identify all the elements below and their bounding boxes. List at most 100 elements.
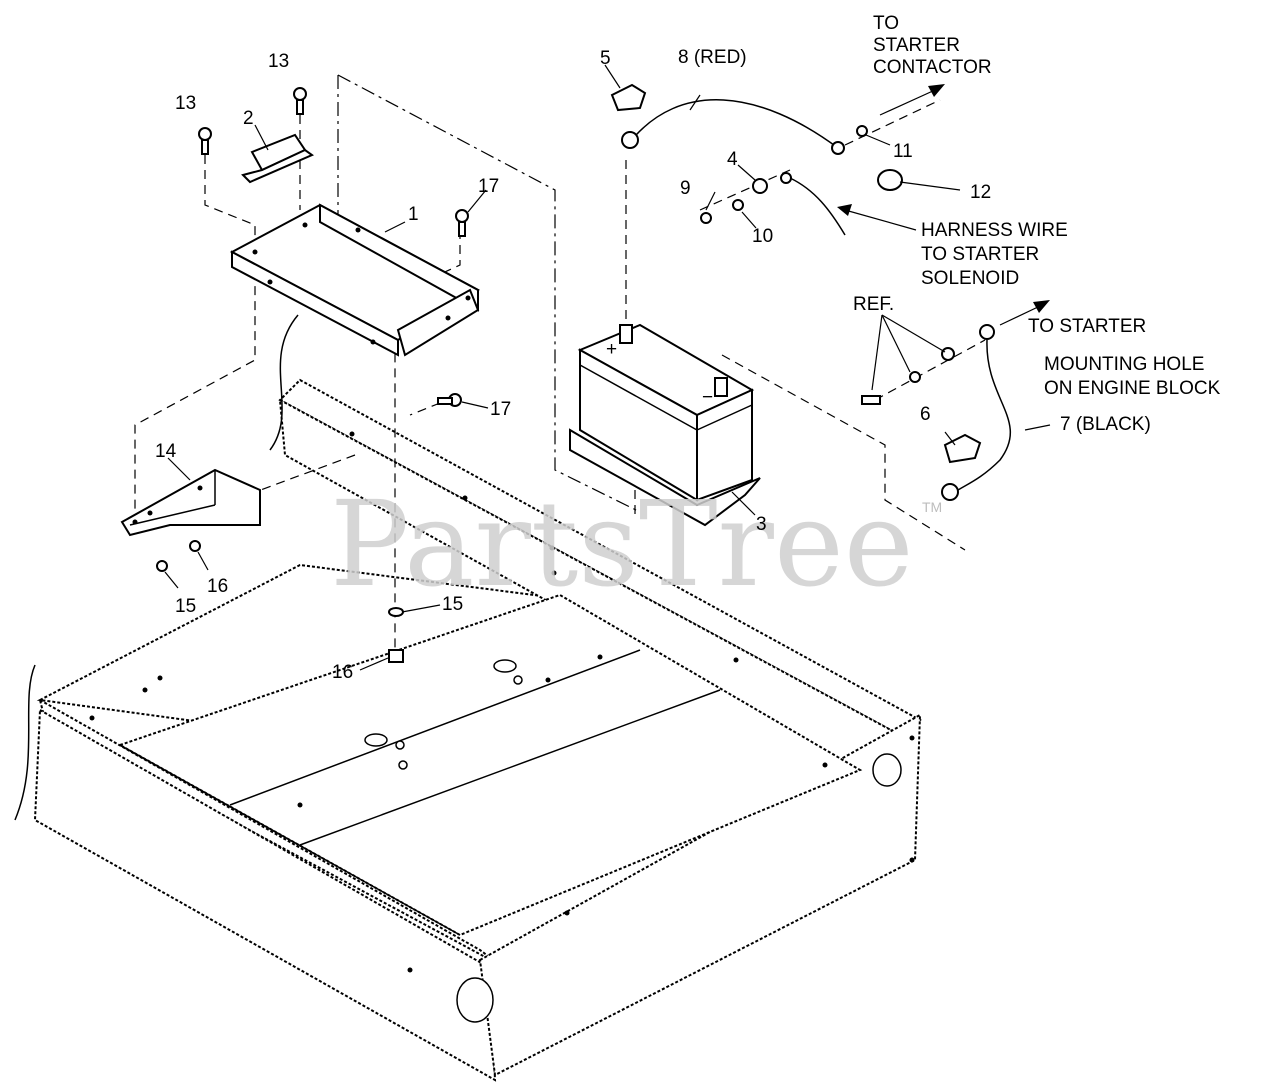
callout-16-left: 16 (207, 576, 228, 597)
assembly-line-contactor (844, 99, 941, 146)
battery-negative-sign: − (702, 387, 713, 408)
callout-6: 6 (920, 404, 931, 425)
part-3-holder (569, 428, 761, 527)
frame-rivet-14 (462, 495, 468, 501)
terminal-cover-6 (943, 433, 982, 464)
bracket-body (120, 468, 261, 537)
frame-break-line-left (14, 664, 36, 821)
assembly-line-ground (874, 339, 986, 401)
callout-3: 3 (756, 514, 767, 535)
nut-9 (700, 212, 712, 224)
part-2-hold-down (241, 133, 315, 184)
washer-4 (752, 178, 768, 194)
note-harness-line3: SOLENOID (921, 268, 1019, 289)
assembly-line-nut-9 (699, 169, 791, 211)
frame-hole-small-3 (398, 760, 408, 770)
battery-positive-post (619, 324, 633, 344)
callout-7: 7 (BLACK) (1060, 414, 1151, 435)
chassis-frame (14, 314, 922, 1082)
callout-5: 5 (600, 48, 611, 69)
cable-7-terminal-battery (941, 483, 959, 501)
callout-numbers: 1 2 3 4 5 6 7 (BLACK) 8 (RED) 9 10 11 12… (155, 47, 1151, 683)
washer-16-left (189, 540, 201, 552)
callout-4: 4 (727, 149, 738, 170)
nut-11 (856, 125, 868, 137)
callout-16-center: 16 (332, 662, 353, 683)
note-harness-line1: HARNESS WIRE (921, 220, 1068, 241)
note-to-starter: TO STARTER (1028, 316, 1146, 337)
frame-hole-small-1 (513, 675, 523, 685)
cables (610, 83, 1050, 501)
frame-rivet-11 (349, 431, 355, 437)
frame-left-member-face (33, 708, 497, 1082)
frame-rivet-5 (297, 802, 303, 808)
harness-terminal (780, 172, 792, 184)
ground-nut (909, 371, 921, 383)
battery: + − (569, 323, 761, 527)
frame-break-line-top (269, 314, 299, 451)
ground-washer (941, 347, 955, 361)
callout-9: 9 (680, 178, 691, 199)
ground-bolt (861, 395, 881, 405)
note-starter-contactor-line1: TO (873, 13, 899, 34)
callout-11: 11 (893, 141, 913, 162)
frame-rivet-3 (733, 657, 739, 663)
part-1-battery-tray (229, 203, 480, 357)
nut-15-left (156, 560, 168, 572)
frame-end-hole-left (456, 977, 494, 1023)
frame-hole-large-1 (493, 659, 517, 673)
part-14-bracket (120, 468, 261, 537)
tray-front-lip (231, 250, 399, 357)
assembly-line-outline-left (337, 74, 641, 513)
frame-rivet-7 (564, 910, 570, 916)
frame-hole-small-2 (395, 740, 405, 750)
screw-13-left-shank (201, 139, 209, 155)
cable-7-black (954, 339, 1012, 493)
assembly-line-battery-right (721, 354, 966, 551)
leader-lines (164, 64, 1051, 671)
note-labels: TO STARTER CONTACTOR HARNESS WIRE TO STA… (853, 13, 1221, 399)
frame-hole-large-2 (364, 733, 388, 747)
note-harness-line2: TO STARTER (921, 244, 1039, 265)
frame-rivet-4 (822, 762, 828, 768)
callout-15-left: 15 (175, 596, 196, 617)
arrow-to-starter-head (1033, 300, 1050, 313)
hardware (156, 87, 955, 663)
frame-deck-line-1 (229, 649, 641, 806)
hold-down-base (241, 148, 315, 184)
frame-rivet-13 (551, 570, 557, 576)
nut-16-center (388, 649, 404, 663)
callout-2: 2 (243, 108, 254, 129)
callout-10: 10 (752, 226, 773, 247)
battery-positive-sign: + (606, 339, 617, 360)
note-ref: REF. (853, 294, 894, 315)
cable-8-terminal-contactor (831, 141, 845, 155)
frame-rivet-15 (909, 735, 915, 741)
note-starter-contactor-line2: STARTER (873, 35, 960, 56)
frame-end-hole-right (872, 753, 902, 787)
callout-17-mid: 17 (490, 399, 511, 420)
screw-13-top-shank (296, 99, 304, 115)
callout-15-center: 15 (442, 594, 463, 615)
cable-8-terminal-battery (621, 131, 639, 149)
note-mounting-line1: MOUNTING HOLE (1044, 354, 1204, 375)
screw-17-top-head (455, 209, 469, 223)
frame-deck-line-3 (119, 744, 461, 936)
watermark-text: PartsTree (330, 475, 914, 613)
note-mounting-line2: ON ENGINE BLOCK (1044, 378, 1221, 399)
tray-side-flange (396, 288, 480, 357)
terminal-cover-5 (610, 83, 647, 112)
arrow-to-contactor-head (928, 84, 945, 97)
assembly-line-screw-17-top (394, 230, 461, 660)
frame-rivet-2 (597, 654, 603, 660)
arrow-harness-line (844, 209, 917, 231)
callout-17-top: 17 (478, 176, 499, 197)
screw-17-mid-shank (437, 397, 453, 405)
frame-rivet-6 (407, 967, 413, 973)
arrow-to-contactor-line (879, 89, 936, 116)
cable-8-red (629, 99, 839, 149)
battery-side (696, 388, 753, 502)
screw-13-top-head (293, 87, 307, 101)
note-starter-contactor-line3: CONTACTOR (873, 57, 992, 78)
